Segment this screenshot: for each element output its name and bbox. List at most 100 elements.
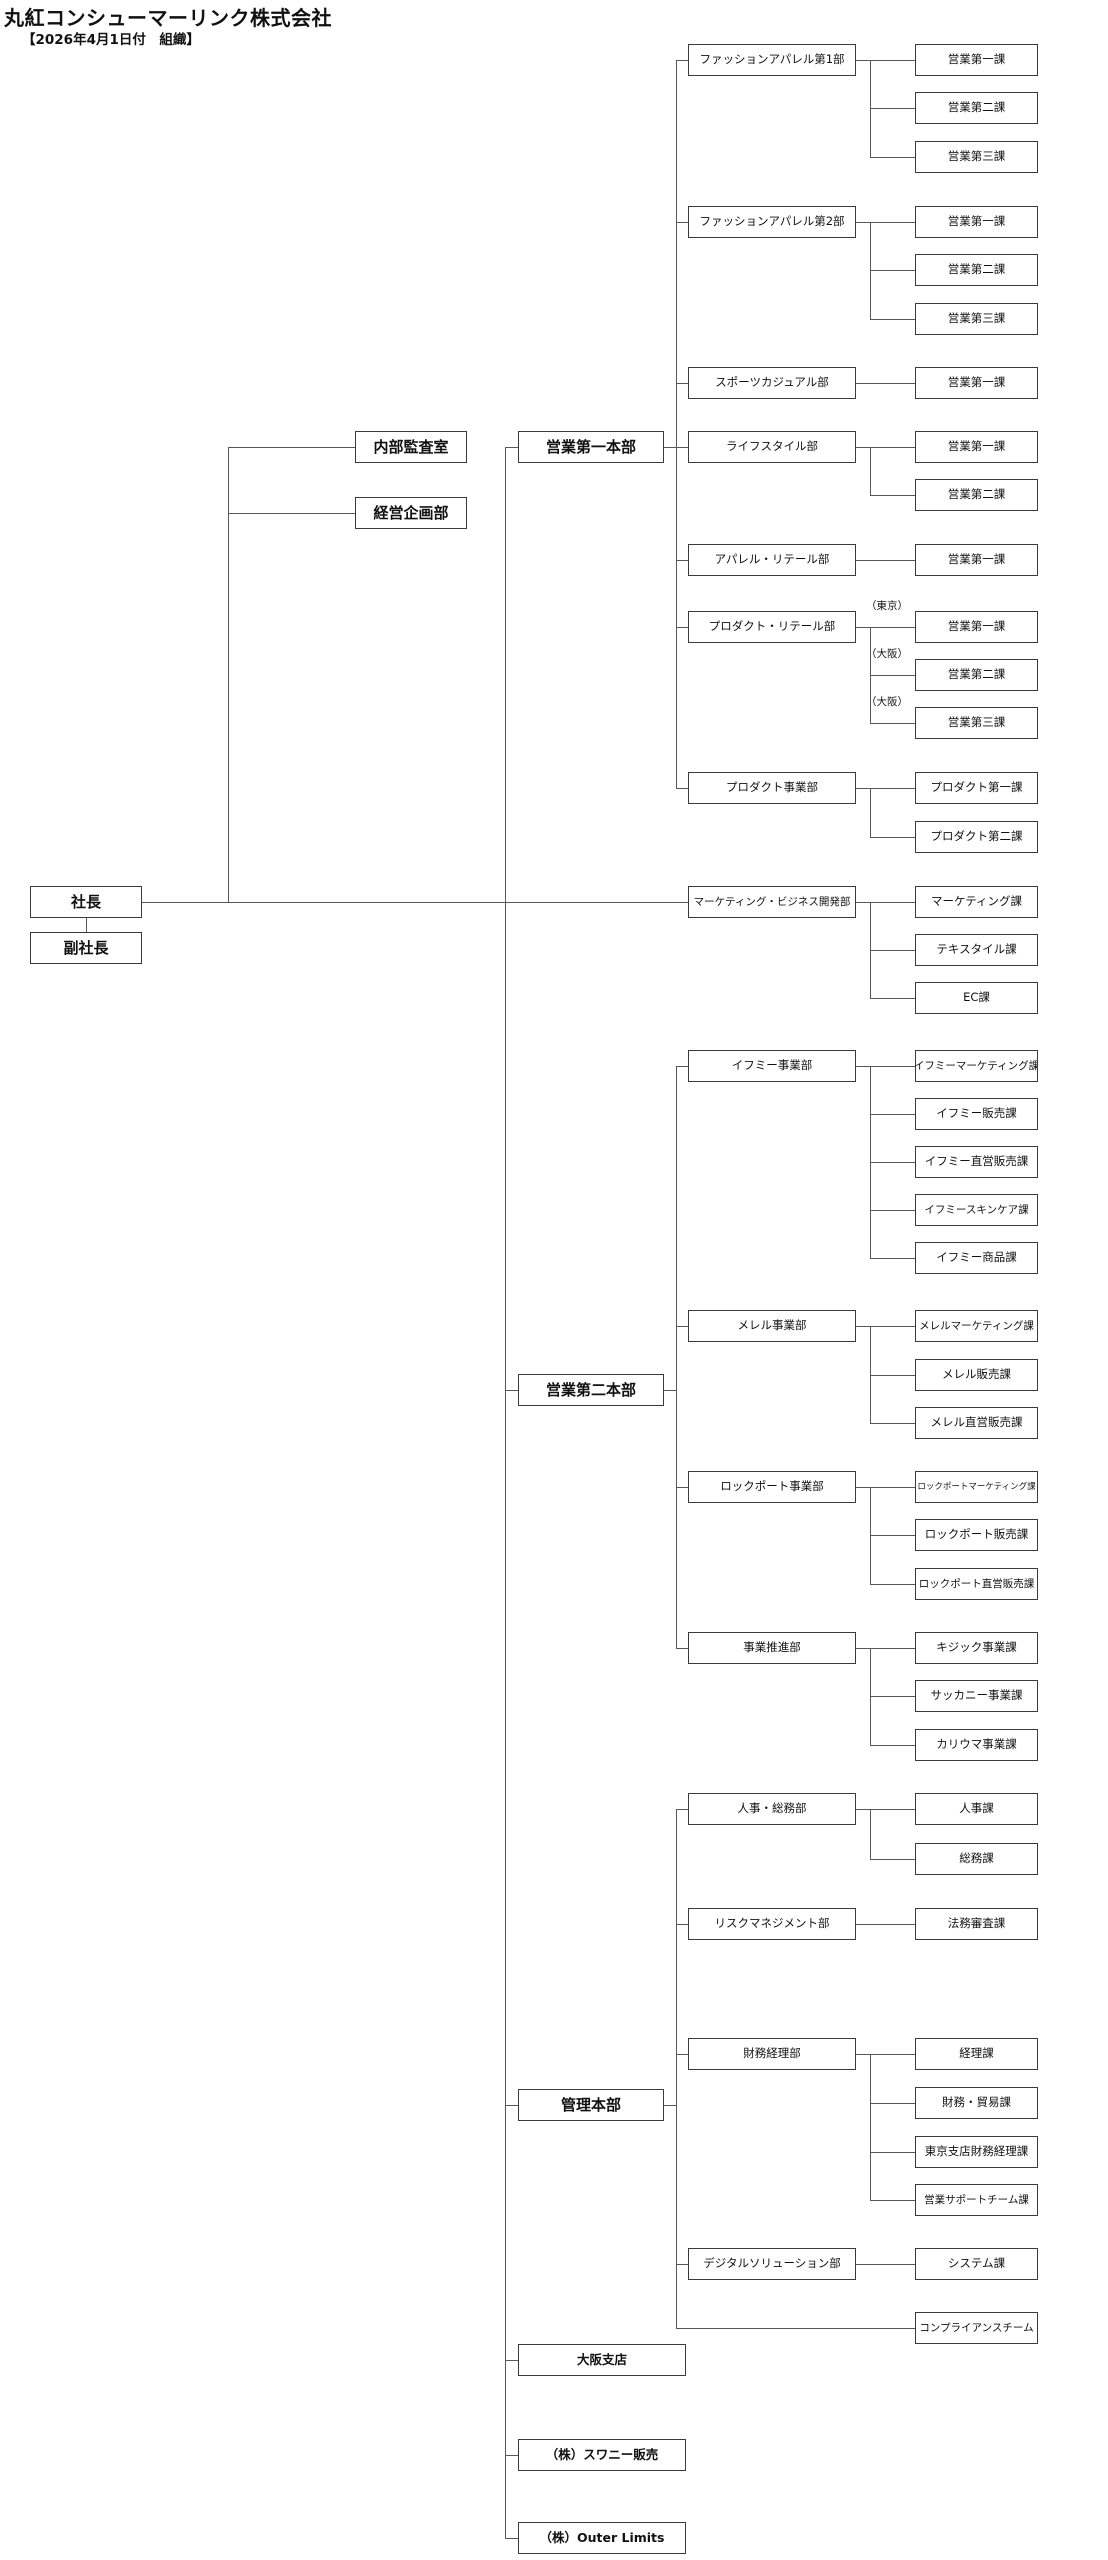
connector-line: [676, 627, 688, 628]
node-vice-president: 副社長: [30, 932, 142, 964]
connector-line: [676, 1487, 688, 1488]
connector-line: [856, 2264, 915, 2265]
connector-line: [856, 60, 870, 61]
node-product-business: プロダクト事業部: [688, 772, 856, 804]
node-president: 社長: [30, 886, 142, 918]
connector-line: [870, 1487, 915, 1488]
node-merrell-marketing: メレルマーケティング課: [915, 1310, 1038, 1342]
connector-line: [870, 1423, 915, 1424]
node-compliance-team: コンプライアンスチーム: [915, 2312, 1038, 2344]
connector-line: [870, 2152, 915, 2153]
connector-line: [856, 1487, 870, 1488]
connector-line: [856, 560, 915, 561]
connector-line: [856, 1326, 870, 1327]
connector-line: [86, 918, 87, 932]
node-rockport: ロックポート事業部: [688, 1471, 856, 1503]
connector-line: [664, 1390, 676, 1391]
node-fashion-apparel-2: ファッションアパレル第2部: [688, 206, 856, 238]
connector-line: [228, 447, 229, 902]
connector-line: [870, 1809, 915, 1810]
node-accounting-section: 経理課: [915, 2038, 1038, 2070]
node-product-retail: プロダクト・リテール部: [688, 611, 856, 643]
location-annotation: （大阪）: [866, 648, 908, 660]
connector-line: [142, 902, 688, 903]
node-tokyo-branch-finance: 東京支店財務経理課: [915, 2136, 1038, 2168]
location-annotation: （大阪）: [866, 696, 908, 708]
connector-line: [676, 1326, 688, 1327]
connector-line: [870, 157, 915, 158]
connector-line: [870, 998, 915, 999]
node-ifme-sales: イフミー販売課: [915, 1098, 1038, 1130]
connector-line: [676, 1066, 688, 1067]
node-admin-hq: 管理本部: [518, 2089, 664, 2121]
connector-line: [870, 1375, 915, 1376]
connector-line: [676, 1924, 688, 1925]
connector-line: [856, 447, 870, 448]
connector-line: [870, 2054, 915, 2055]
connector-line: [676, 1066, 677, 1648]
connector-line: [870, 447, 871, 495]
connector-line: [856, 1066, 870, 1067]
connector-line: [856, 902, 870, 903]
node-ifme-direct-sales: イフミー直営販売課: [915, 1146, 1038, 1178]
node-finance-trade-section: 財務・貿易課: [915, 2087, 1038, 2119]
connector-line: [870, 1114, 915, 1115]
connector-line: [870, 723, 915, 724]
node-kizik-business: キジック事業課: [915, 1632, 1038, 1664]
connector-line: [870, 627, 915, 628]
node-fa1-sales-2: 営業第二課: [915, 92, 1038, 124]
connector-line: [228, 513, 355, 514]
connector-line: [505, 2360, 518, 2361]
node-hr-section: 人事課: [915, 1793, 1038, 1825]
connector-line: [228, 447, 355, 448]
node-sales-hq-1: 営業第一本部: [518, 431, 664, 463]
connector-line: [870, 902, 915, 903]
node-marketing-section: マーケティング課: [915, 886, 1038, 918]
node-rockport-marketing: ロックポートマーケティング課: [915, 1471, 1038, 1503]
node-fa2-sales-2: 営業第二課: [915, 254, 1038, 286]
connector-line: [870, 60, 915, 61]
node-corporate-planning-dept: 経営企画部: [355, 497, 467, 529]
company-title: 丸紅コンシューマーリンク株式会社: [4, 6, 332, 30]
connector-line: [676, 1809, 677, 2328]
connector-line: [676, 2054, 688, 2055]
node-pb-product-1: プロダクト第一課: [915, 772, 1038, 804]
connector-line: [664, 447, 676, 448]
node-pr-sales-2: 営業第二課: [915, 659, 1038, 691]
node-ifme-skincare: イフミースキンケア課: [915, 1194, 1038, 1226]
node-karhu-business: カリウマ事業課: [915, 1729, 1038, 1761]
node-saucony-business: サッカニー事業課: [915, 1680, 1038, 1712]
connector-line: [856, 222, 870, 223]
connector-line: [870, 495, 915, 496]
connector-line: [505, 2538, 518, 2539]
connector-line: [505, 2105, 518, 2106]
connector-line: [676, 2328, 915, 2329]
connector-line: [870, 1584, 915, 1585]
connector-line: [870, 950, 915, 951]
node-ifme: イフミー事業部: [688, 1050, 856, 1082]
connector-line: [856, 383, 915, 384]
connector-line: [870, 1066, 915, 1067]
connector-line: [870, 270, 915, 271]
node-merrell: メレル事業部: [688, 1310, 856, 1342]
node-sales-hq-2: 営業第二本部: [518, 1374, 664, 1406]
connector-line: [870, 1162, 915, 1163]
connector-line: [870, 108, 915, 109]
connector-line: [664, 2105, 676, 2106]
connector-line: [676, 2264, 688, 2265]
node-hr-general-affairs: 人事・総務部: [688, 1793, 856, 1825]
connector-line: [870, 447, 915, 448]
connector-line: [870, 2054, 871, 2200]
connector-line: [505, 447, 506, 2538]
connector-line: [856, 627, 870, 628]
connector-line: [870, 1326, 915, 1327]
connector-line: [870, 837, 915, 838]
connector-line: [870, 1859, 915, 1860]
node-ec-section: EC課: [915, 982, 1038, 1014]
connector-line: [676, 222, 688, 223]
node-digital-solution: デジタルソリューション部: [688, 2248, 856, 2280]
node-fa1-sales-3: 営業第三課: [915, 141, 1038, 173]
node-finance-accounting: 財務経理部: [688, 2038, 856, 2070]
